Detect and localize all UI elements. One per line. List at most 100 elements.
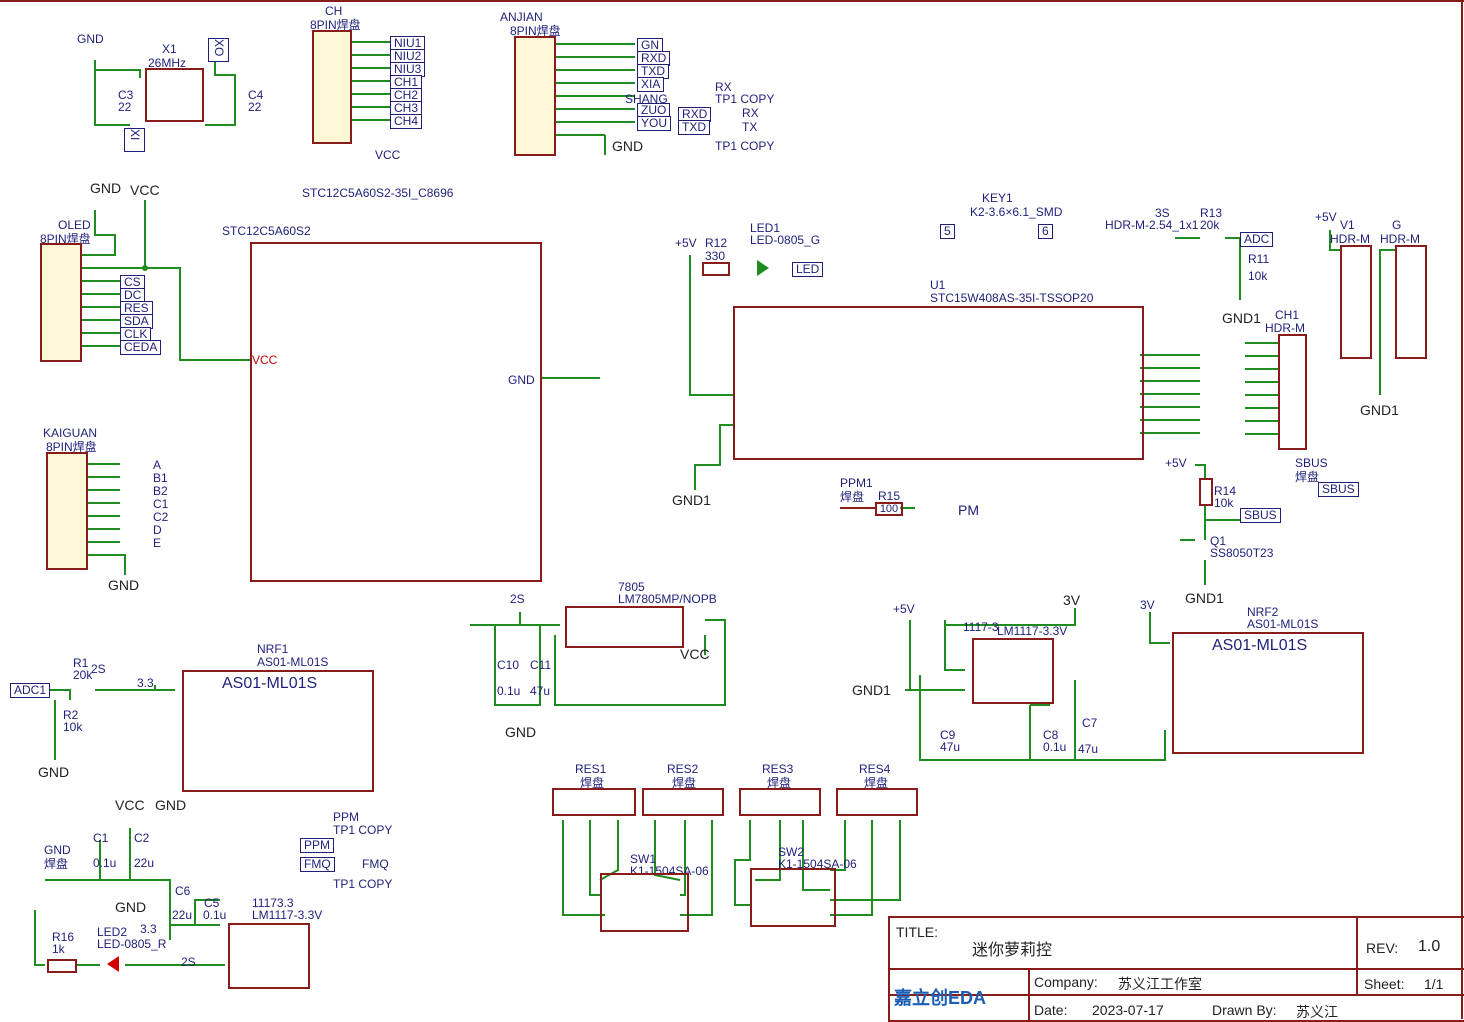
net-adc1: ADC1 xyxy=(10,683,51,698)
ch1-hdr: HDR-M xyxy=(1265,321,1305,335)
c1-value: 0.1u xyxy=(93,856,117,870)
sbus-name: 焊盘 xyxy=(1295,470,1320,484)
key1-value: K2-3.6×6.1_SMD xyxy=(970,205,1063,219)
ch-vcc: VCC xyxy=(375,148,401,162)
net-e: E xyxy=(153,536,162,550)
r2-value: 10k xyxy=(63,720,83,734)
r16-body xyxy=(47,959,77,973)
drawn-value: 苏义江 xyxy=(1296,1004,1338,1020)
net-fmq: FMQ xyxy=(300,857,335,872)
kaiguan-header-box xyxy=(46,452,88,570)
net-oled-sda: SDA xyxy=(120,314,153,329)
c10-value: 0.1u xyxy=(497,684,521,698)
reg1117-gnd: GND1 xyxy=(852,682,891,698)
sbus-supply: +5V xyxy=(1165,456,1187,470)
ch-header-box xyxy=(312,30,352,144)
net-rx-txd: TXD xyxy=(678,120,710,135)
ppm1-name: 焊盘 xyxy=(840,490,865,504)
net-niu1: NIU1 xyxy=(390,36,426,51)
net-xi: XI xyxy=(124,128,145,152)
res1-pad: 焊盘 xyxy=(580,776,605,790)
hdr-gnd: GND1 xyxy=(1360,402,1399,418)
c6-ref: C6 xyxy=(175,884,191,898)
net-niu2: NIU2 xyxy=(390,49,426,64)
net-oled-ceda: CEDA xyxy=(120,340,162,355)
r1-ref: R1 xyxy=(73,656,89,670)
c7-ref: C7 xyxy=(1082,716,1098,730)
res4-box xyxy=(836,788,918,816)
oled-name: 8PIN焊盘 xyxy=(40,232,91,246)
pwr-vcc: VCC xyxy=(115,797,145,813)
oled-header-box xyxy=(40,243,82,362)
c4-ref: C4 xyxy=(248,88,264,102)
nrf1-2s: 2S xyxy=(91,662,106,676)
r1-value: 20k xyxy=(73,668,93,682)
ppm-copy: TP1 COPY xyxy=(333,823,393,837)
net-oled-cs: CS xyxy=(120,275,145,290)
c7-value: 47u xyxy=(1078,742,1099,756)
u1-part: STC15W408AS-35I-TSSOP20 xyxy=(930,291,1094,305)
r15-body: 100 xyxy=(875,502,903,516)
pwr-2s: 2S xyxy=(181,955,196,969)
res3-pad: 焊盘 xyxy=(767,776,792,790)
c8-value: 0.1u xyxy=(1043,740,1067,754)
net-sbus-2: SBUS xyxy=(1240,508,1281,523)
hdr-supply: +5V xyxy=(1315,210,1337,224)
r12-value: 330 xyxy=(705,249,726,263)
led2-value: LED-0805_R xyxy=(97,937,167,951)
net-rxd: RXD xyxy=(637,51,671,66)
nrf2-body xyxy=(1172,632,1364,754)
ch-ref: CH xyxy=(325,4,343,18)
led1-ref: LED1 xyxy=(750,221,781,235)
c2-value: 22u xyxy=(134,856,155,870)
oled-vcc: VCC xyxy=(130,182,160,198)
oled-gnd: GND xyxy=(90,180,122,196)
crystal-value: 26MHz xyxy=(148,56,187,70)
led1-supply: +5V xyxy=(675,236,697,250)
res2-box xyxy=(642,788,724,816)
q1-ref: Q1 xyxy=(1210,534,1227,548)
c5-ref: C5 xyxy=(204,896,220,910)
ch1-header-box xyxy=(1278,334,1307,450)
reg7805-vcc: VCC xyxy=(680,646,710,662)
c3-ref: C3 xyxy=(118,88,134,102)
res2-pad: 焊盘 xyxy=(672,776,697,790)
rx-copy2: TP1 COPY xyxy=(715,139,775,153)
net-you: YOU xyxy=(637,116,672,131)
date-value: 2023-07-17 xyxy=(1092,1002,1164,1018)
net-b2: B2 xyxy=(153,484,168,498)
reg1117-3v: 3V xyxy=(1063,592,1081,608)
c1-ref: C1 xyxy=(93,831,109,845)
net-xo: XO xyxy=(208,38,229,62)
kaiguan-name: 8PIN焊盘 xyxy=(46,440,97,454)
adc-gnd: GND1 xyxy=(1222,310,1261,326)
company-value: 苏义江工作室 xyxy=(1118,976,1202,992)
fmq-label: FMQ xyxy=(362,857,389,871)
net-c2: C2 xyxy=(153,510,169,524)
oled-ref: OLED xyxy=(58,218,91,232)
reg7805-ref: 7805 xyxy=(618,580,645,594)
adc-ref: 3S xyxy=(1155,206,1170,220)
nrf1-part: AS01-ML01S xyxy=(257,655,329,669)
r14-body xyxy=(1199,478,1213,506)
g-header-box xyxy=(1395,245,1427,359)
res1-box xyxy=(552,788,636,816)
ppm-copy2: TP1 COPY xyxy=(333,877,393,891)
c11-ref: C11 xyxy=(530,658,552,672)
tx-label: TX xyxy=(742,120,758,134)
title-block: TITLE: 迷你萝莉控 REV: 1.0 嘉立创EDA Company: 苏义… xyxy=(888,916,1464,1022)
net-shang: SHANG xyxy=(625,92,668,106)
reg7805-body xyxy=(565,606,684,648)
sheet-label: Sheet: xyxy=(1364,976,1405,992)
u1-ref: U1 xyxy=(930,278,946,292)
sheet-value: 1/1 xyxy=(1424,976,1444,992)
anjian-gnd: GND xyxy=(612,138,644,154)
crystal-ref: X1 xyxy=(162,42,177,56)
ch-name: 8PIN焊盘 xyxy=(310,18,361,32)
rev-label: REV: xyxy=(1366,940,1399,956)
res4-ref: RES4 xyxy=(859,762,891,776)
sbus-gnd: GND1 xyxy=(1185,590,1224,606)
anjian-ref: ANJIAN xyxy=(500,10,543,24)
sw2-ref: SW2 xyxy=(778,845,805,859)
